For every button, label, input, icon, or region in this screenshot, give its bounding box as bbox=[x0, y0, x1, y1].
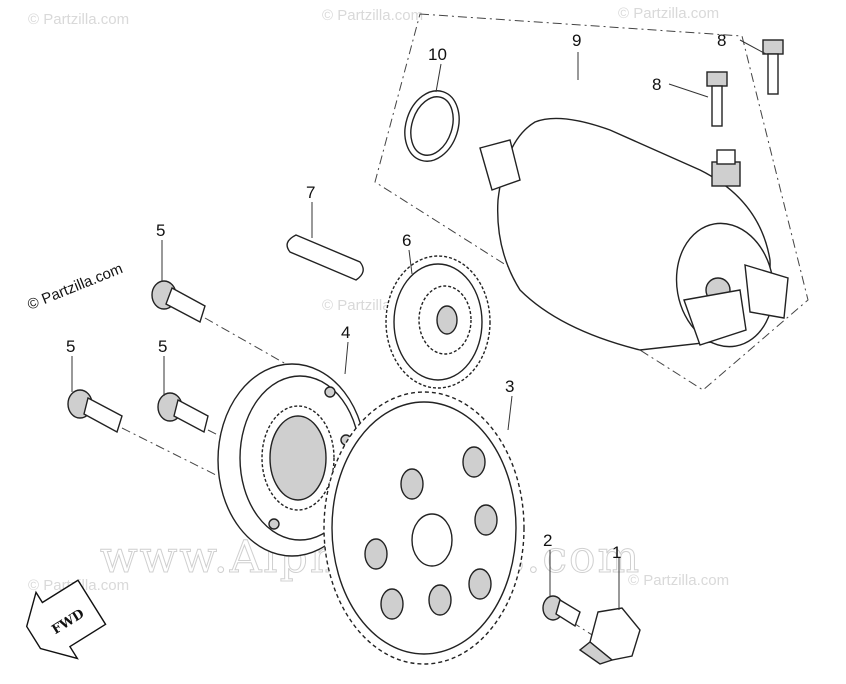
credit-text: © Partzilla.com bbox=[25, 260, 125, 314]
dowel-pin-part bbox=[286, 234, 364, 281]
callout-6: 6 bbox=[402, 231, 411, 250]
callout-2: 2 bbox=[543, 531, 552, 550]
callout-labels: 1 2 3 4 5 5 5 6 7 8 8 9 10 bbox=[66, 31, 726, 562]
watermark-text: © Partzilla.com bbox=[628, 572, 729, 589]
starter-motor-part bbox=[479, 117, 789, 351]
callout-8: 8 bbox=[717, 31, 726, 50]
watermark-text: © Partzilla.com bbox=[618, 5, 719, 22]
o-ring-part bbox=[404, 90, 460, 162]
bolt-part bbox=[157, 392, 209, 434]
callout-10: 10 bbox=[428, 45, 447, 64]
watermark-text: © Partzilla.com bbox=[28, 11, 129, 28]
bolt-part bbox=[151, 280, 206, 324]
bolt-part bbox=[706, 71, 728, 127]
callout-4: 4 bbox=[341, 323, 350, 342]
callout-7: 7 bbox=[306, 183, 315, 202]
starter-group-outline bbox=[374, 13, 809, 391]
callout-9: 9 bbox=[572, 31, 581, 50]
idle-gear-part bbox=[385, 255, 491, 389]
fwd-arrow-icon: FWD bbox=[25, 579, 107, 660]
leader-lines bbox=[71, 39, 767, 610]
bolt-part bbox=[542, 595, 581, 628]
callout-5: 5 bbox=[66, 337, 75, 356]
bolt-part bbox=[67, 389, 123, 434]
callout-8: 8 bbox=[652, 75, 661, 94]
bolt-part bbox=[762, 39, 784, 95]
callout-3: 3 bbox=[505, 377, 514, 396]
driven-gear-part bbox=[323, 391, 525, 665]
bracket-part bbox=[578, 607, 641, 665]
watermark-text: © Partzilla.com bbox=[322, 7, 423, 24]
callout-5: 5 bbox=[156, 221, 165, 240]
callout-5: 5 bbox=[158, 337, 167, 356]
callout-1: 1 bbox=[612, 543, 621, 562]
